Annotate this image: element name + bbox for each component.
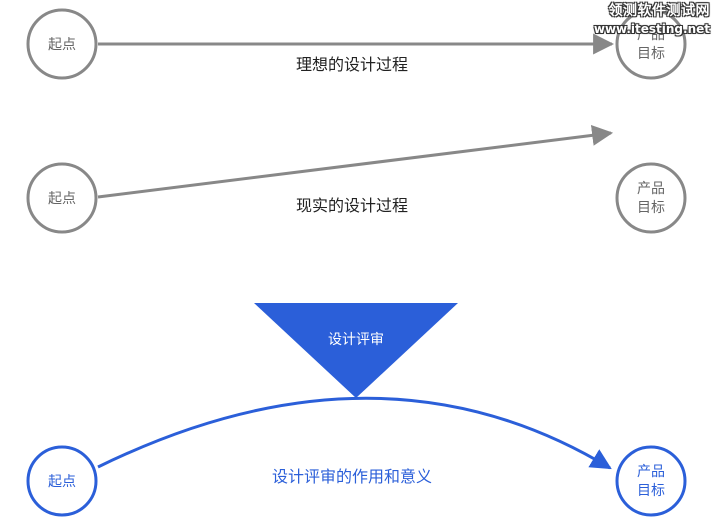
design-review-funnel-label: 设计评审	[328, 332, 384, 348]
review-caption: 设计评审的作用和意义	[272, 467, 432, 486]
ideal-start-label: 起点	[48, 37, 76, 53]
real-deviating-arrow	[97, 124, 614, 199]
ideal-target-label-line2: 目标	[637, 46, 665, 62]
real-caption: 现实的设计过程	[296, 196, 408, 215]
ideal-start-circle	[26, 8, 98, 80]
real-target-label-line2: 目标	[637, 200, 665, 216]
watermark-url: www.itesting.net	[593, 22, 710, 36]
review-process-row: 设计评审 起点 产品 目标 设计评审的作用和意义	[26, 303, 687, 517]
real-target-label-line1: 产品	[637, 181, 665, 197]
ideal-target-circle	[615, 8, 687, 80]
real-target-circle	[615, 162, 687, 234]
review-target-label-line2: 目标	[637, 483, 665, 499]
site-watermark: 领测软件测试网 www.itesting.net	[594, 2, 710, 38]
review-start-circle	[26, 445, 98, 517]
watermark-title: 领测软件测试网	[608, 3, 710, 19]
real-start-label: 起点	[48, 191, 76, 207]
ideal-target-label-line1: 产品	[637, 27, 665, 43]
real-process-row: 起点 产品 目标 现实的设计过程	[26, 124, 687, 234]
real-start-circle	[26, 162, 98, 234]
ideal-process-row: 起点 产品 目标 理想的设计过程	[26, 8, 687, 80]
review-start-label: 起点	[48, 474, 76, 490]
ideal-caption: 理想的设计过程	[296, 55, 408, 74]
review-target-circle	[615, 445, 687, 517]
review-target-label-line1: 产品	[637, 464, 665, 480]
design-review-funnel	[254, 303, 458, 398]
review-curved-arrow	[97, 396, 612, 470]
